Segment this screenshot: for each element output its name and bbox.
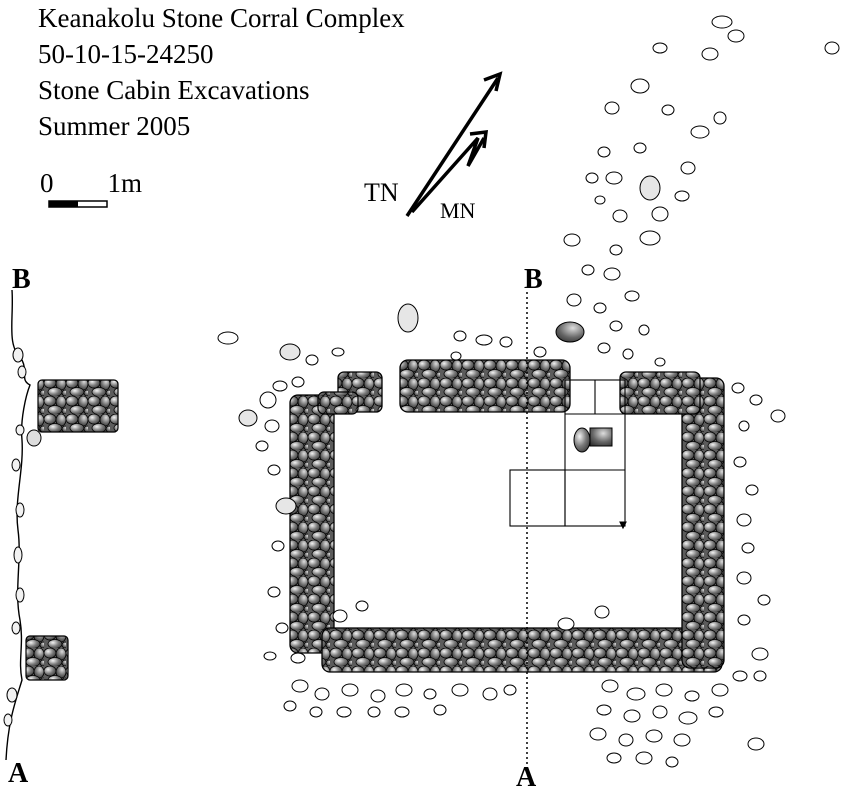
loose-stones bbox=[217, 15, 840, 768]
corral-walls bbox=[289, 321, 725, 673]
scale-bar-label: 0 1m bbox=[40, 168, 142, 199]
season: Summer 2005 bbox=[38, 111, 191, 141]
excavation-grid bbox=[509, 379, 680, 530]
profile-wall-upper bbox=[37, 379, 119, 433]
profile-label-a: A bbox=[8, 758, 29, 789]
section-label-a: A bbox=[516, 762, 537, 793]
map-title-block: Keanakolu Stone Corral Complex 50-10-15-… bbox=[38, 0, 405, 144]
site-number: 50-10-15-24250 bbox=[38, 39, 214, 69]
magnetic-north-label: MN bbox=[440, 198, 476, 223]
wall-east bbox=[681, 377, 725, 669]
site-name: Keanakolu Stone Corral Complex bbox=[38, 3, 405, 33]
north-arrow bbox=[405, 71, 503, 217]
profile-wall-lower bbox=[25, 635, 69, 681]
wall-north-center bbox=[399, 359, 571, 413]
wall-west bbox=[289, 394, 335, 654]
profile-section-a-b bbox=[3, 289, 119, 761]
scale-zero-label: 0 bbox=[40, 168, 54, 198]
wall-south bbox=[321, 627, 723, 673]
project-name: Stone Cabin Excavations bbox=[38, 75, 310, 105]
profile-label-b: B bbox=[12, 264, 31, 295]
section-label-b: B bbox=[524, 264, 543, 295]
scale-end-label: 1m bbox=[107, 168, 143, 198]
true-north-label: TN bbox=[364, 178, 399, 207]
wall-north-east bbox=[619, 371, 701, 415]
scale-bar bbox=[48, 200, 108, 208]
